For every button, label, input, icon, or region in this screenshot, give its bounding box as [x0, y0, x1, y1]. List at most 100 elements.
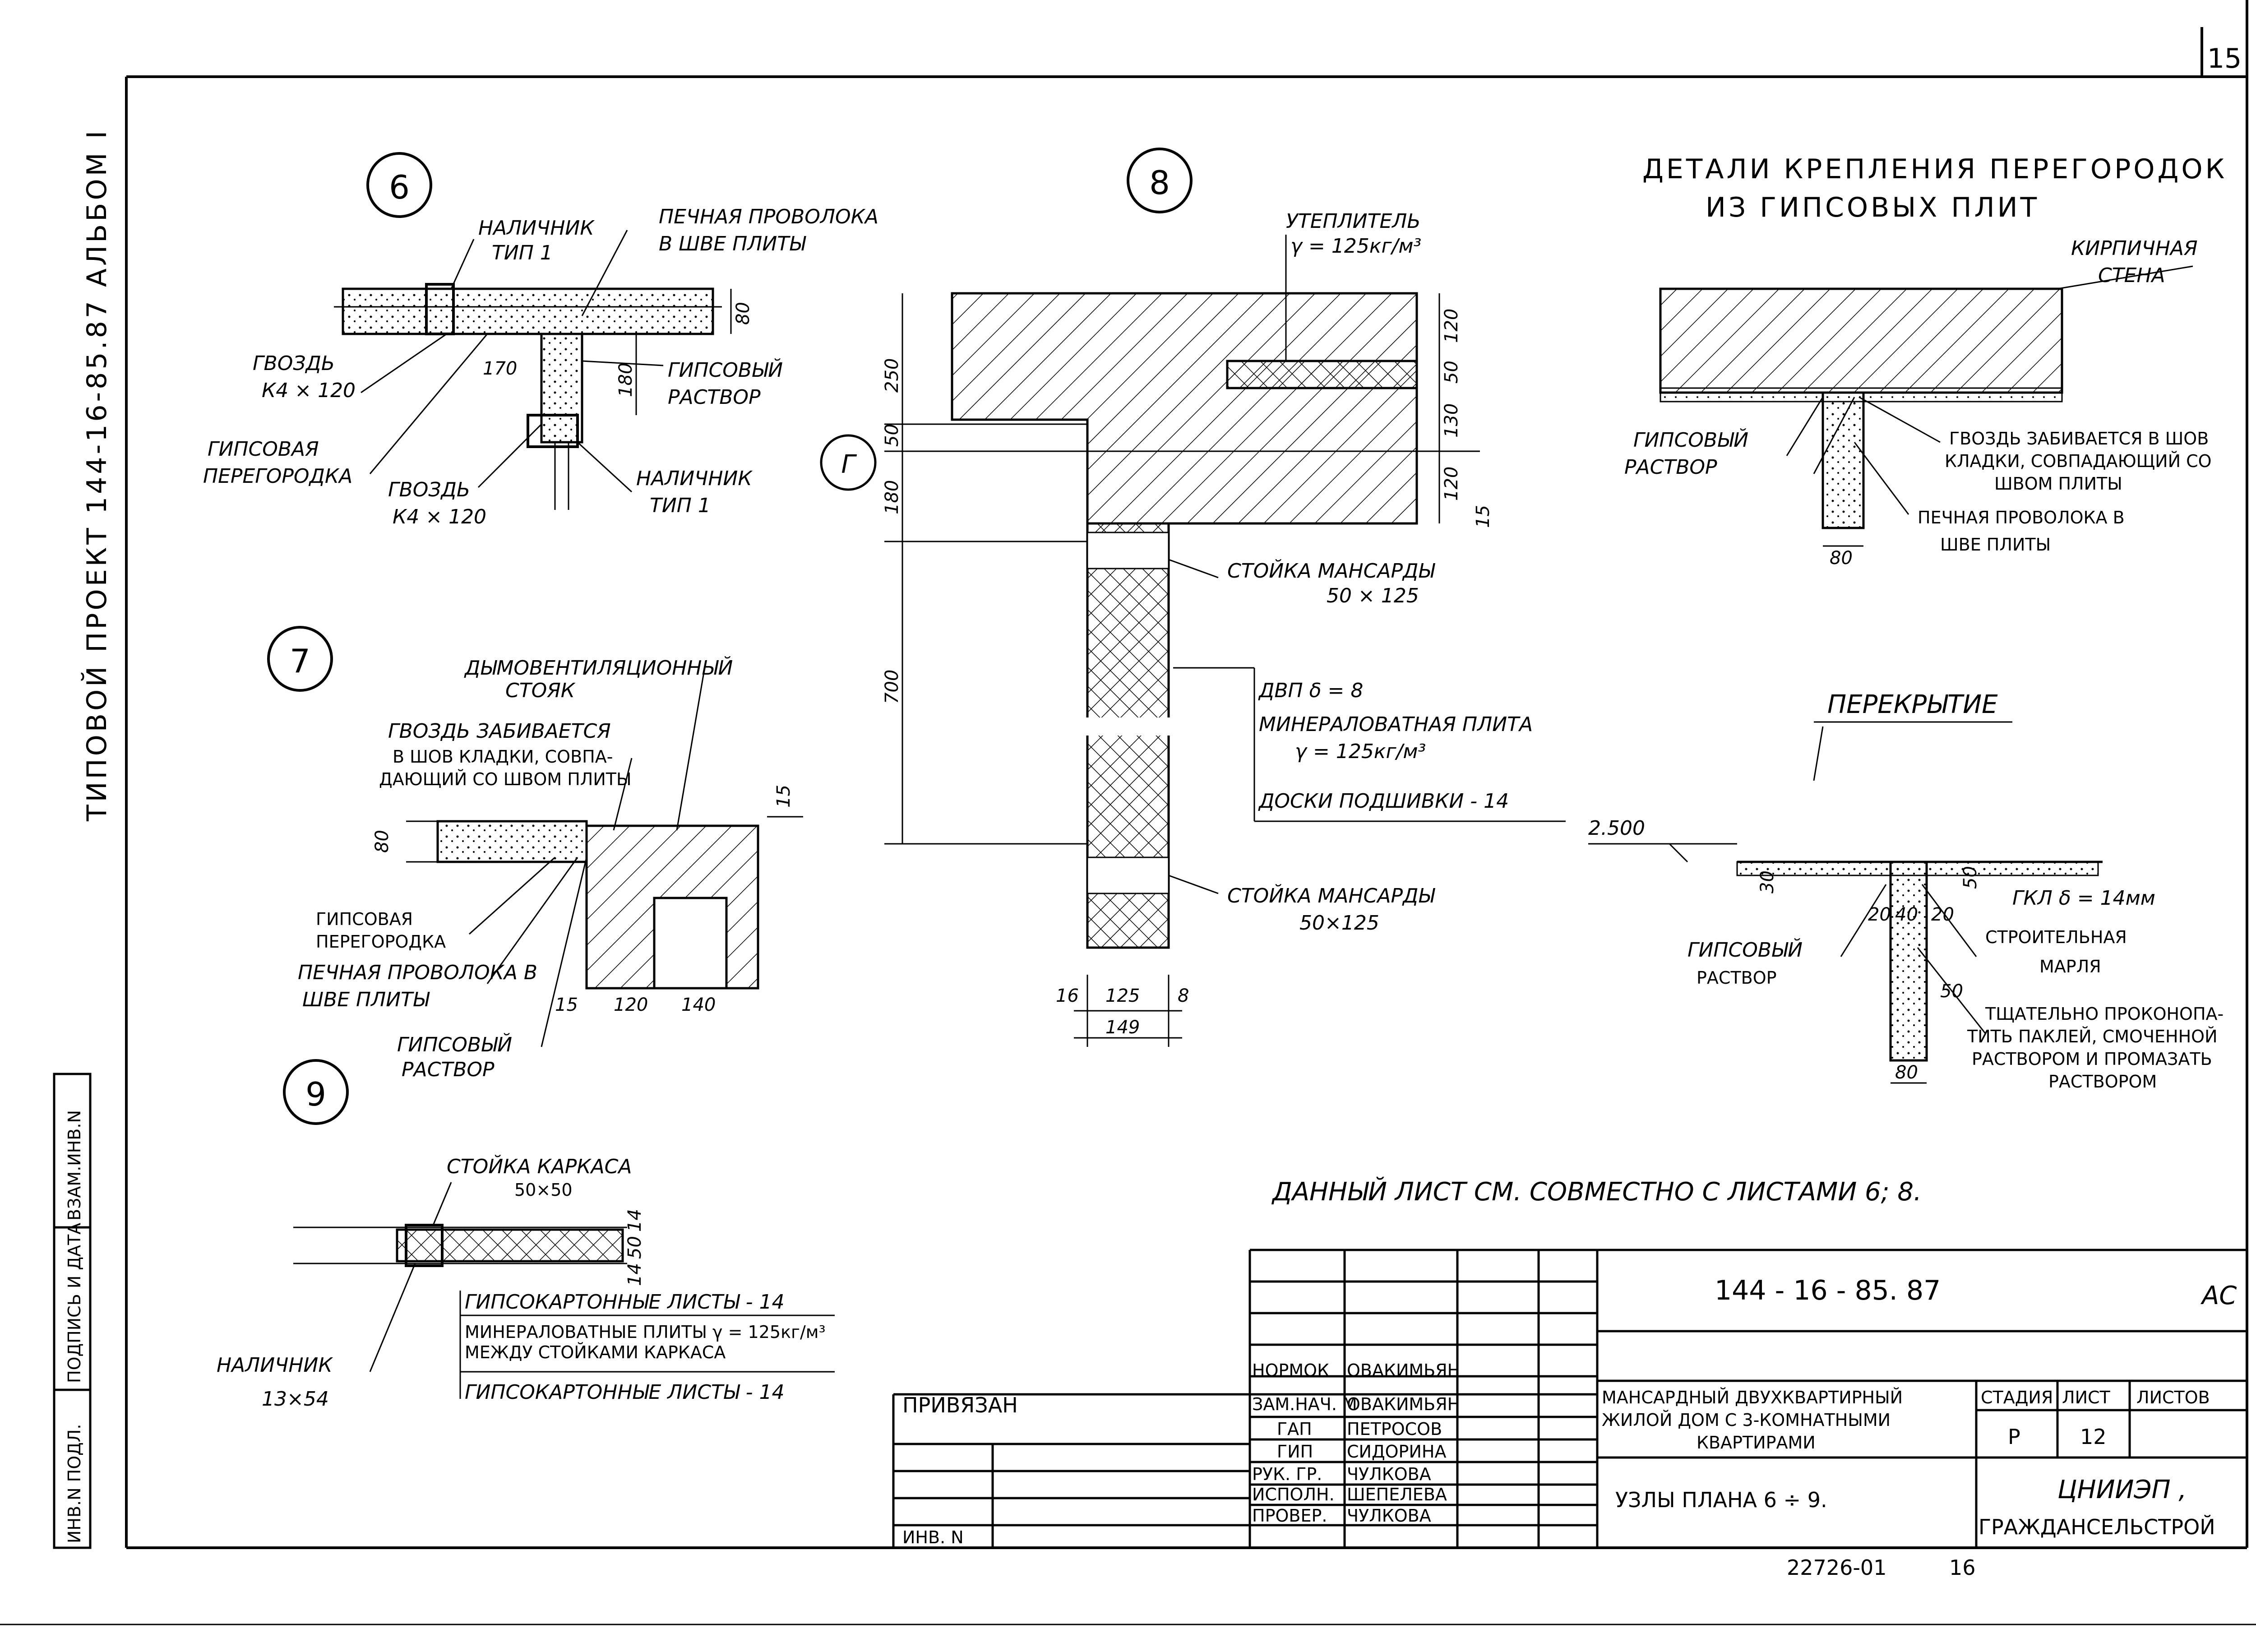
detail-wall-dim-80: 80: [1830, 548, 1853, 569]
name-6: ЧУЛКОВА: [1347, 1506, 1431, 1526]
object-line-2: ЖИЛОЙ ДОМ С 3-КОМНАТНЫМИ: [1602, 1410, 1891, 1430]
node-7-partition-2: ПЕРЕГОРОДКА: [316, 932, 446, 952]
detail-floor-dim-50a: 50: [1960, 866, 1981, 889]
header-line-2: ИЗ ГИПСОВЫХ ПЛИТ: [1706, 192, 2039, 223]
node-8-axis: Г: [841, 450, 857, 479]
detail-floor-gauze-1: СТРОИТЕЛЬНАЯ: [1985, 927, 2127, 947]
footer-order: 22726-01: [1787, 1555, 1886, 1580]
node-8-dim-50b: 50: [1441, 361, 1462, 384]
name-4: ЧУЛКОВА: [1347, 1464, 1431, 1484]
role-5: ИСПОЛН.: [1252, 1485, 1335, 1504]
detail-floor-mortar-1: ГИПСОВЫЙ: [1687, 938, 1803, 962]
detail-floor-dim-30: 30: [1757, 870, 1778, 893]
node-8-dim-8: 8: [1178, 986, 1189, 1006]
node-7-marker: [267, 626, 333, 692]
node-9-gkl-top: ГИПСОКАРТОННЫЕ ЛИСТЫ - 14: [465, 1291, 785, 1314]
detail-floor-title: ПЕРЕКРЫТИЕ: [1827, 690, 1998, 719]
detail-wall-nail-1: ГВОЗДЬ ЗАБИВАЕТСЯ В ШОВ: [1949, 429, 2209, 449]
node-7-panel: [436, 820, 588, 863]
node-9-minplate-1: МИНЕРАЛОВАТНЫЕ ПЛИТЫ γ = 125кг/м³: [465, 1322, 826, 1342]
node-7-riser-2: СТОЯК: [505, 679, 576, 702]
detail-floor-level: 2.500: [1588, 817, 1645, 840]
node-8-post-top-1: СТОЙКА МАНСАРДЫ: [1227, 559, 1435, 583]
node-6-nalichnik-top: НАЛИЧНИК: [478, 217, 595, 240]
name-0: ОВАКИМЬЯН: [1347, 1360, 1460, 1380]
detail-wall-wire-1: ПЕЧНАЯ ПРОВОЛОКА В: [1918, 508, 2125, 528]
detail-wall-partition: [1821, 391, 1865, 529]
node-7-nail-3: ДАЮЩИЙ СО ШВОМ ПЛИТЫ: [379, 769, 632, 789]
node-9-number: 9: [305, 1075, 326, 1113]
sheet-note: ДАННЫЙ ЛИСТ СМ. СОВМЕСТНО С ЛИСТАМИ 6; 8…: [1271, 1177, 1922, 1207]
node-7-mortar-2: РАСТВОР: [402, 1058, 495, 1081]
stage-header: СТАДИЯ: [1981, 1388, 2053, 1407]
node-7-wire-1: ПЕЧНАЯ ПРОВОЛОКА В: [298, 961, 537, 984]
node-6-dim-80: 80: [733, 302, 754, 325]
detail-wall-mortar-2: РАСТВОР: [1624, 456, 1717, 479]
node-8-post-bot-1: СТОЙКА МАНСАРДЫ: [1227, 884, 1435, 907]
node-8-dim-130: 130: [1441, 403, 1462, 438]
sheet-title: УЗЛЫ ПЛАНА 6 ÷ 9.: [1615, 1488, 1827, 1512]
sheet-header: ЛИСТ: [2062, 1388, 2111, 1407]
title-mark: АС: [2201, 1281, 2237, 1310]
node-7-duct: [653, 897, 728, 990]
node-8-post-bot-2: 50×125: [1299, 912, 1379, 935]
sheets-header: ЛИСТОВ: [2136, 1388, 2210, 1407]
org-line-2: ГРАЖДАНСЕЛЬСТРОЙ: [1979, 1515, 2215, 1539]
node-8-dim-120a: 120: [1441, 309, 1462, 343]
node-6-trim-bot: [527, 414, 579, 448]
role-2: ГАП: [1277, 1419, 1312, 1439]
node-7-nail-1: ГВОЗДЬ ЗАБИВАЕТСЯ: [388, 720, 611, 743]
detail-floor-slab: [1737, 781, 2098, 871]
node-7-dim-15a: 15: [773, 785, 794, 808]
node-8-dim-50: 50: [882, 424, 902, 447]
node-6-wire-1: ПЕЧНАЯ ПРОВОЛОКА: [659, 205, 878, 228]
header-line-1: ДЕТАЛИ КРЕПЛЕНИЯ ПЕРЕГОРОДОК: [1642, 153, 2227, 185]
node-8-dim-15: 15: [1473, 505, 1493, 528]
node-7-dim-80: 80: [372, 830, 393, 853]
node-8-dim-700: 700: [882, 670, 902, 704]
sheet-number: 15: [2207, 43, 2242, 74]
node-8-beam: [951, 292, 1418, 543]
detail-wall-wall-2: СТЕНА: [2098, 264, 2165, 287]
node-8-minplate-1: МИНЕРАЛОВАТНАЯ ПЛИТА: [1259, 713, 1533, 736]
detail-wall-wall-1: КИРПИЧНАЯ: [2071, 237, 2198, 260]
role-6: ПРОВЕР.: [1252, 1506, 1327, 1526]
role-0: НОРМОК: [1252, 1360, 1329, 1380]
node-9-nalichnik-size: 13×54: [262, 1388, 329, 1411]
node-8-dim-120b: 120: [1441, 467, 1462, 501]
node-6-partition-1: ГИПСОВАЯ: [208, 438, 319, 461]
detail-floor-caulk-2: ТИТЬ ПАКЛЕЙ, СМОЧЕННОЙ: [1967, 1027, 2218, 1046]
role-4: РУК. ГР.: [1252, 1464, 1322, 1484]
node-6-nail-bot-size: К4 × 120: [393, 505, 486, 528]
node-8-post-top-2: 50 × 125: [1327, 584, 1419, 607]
node-6-gyps-2: РАСТВОР: [668, 386, 761, 409]
node-8-dim-149: 149: [1105, 1017, 1140, 1038]
node-6-partition-2: ПЕРЕГОРОДКА: [203, 465, 352, 488]
node-7-dim-15b: 15: [555, 995, 578, 1015]
node-6-number: 6: [389, 168, 410, 206]
detail-floor-dim-40: 40: [1895, 904, 1918, 925]
node-9-gkl-bot: ГИПСОКАРТОННЫЕ ЛИСТЫ - 14: [465, 1381, 785, 1404]
node-8-axis-marker: [820, 434, 877, 491]
detail-wall-wire-2: ШВЕ ПЛИТЫ: [1940, 535, 2051, 555]
title-block: [892, 1249, 2247, 1548]
stamp-podpis: ПОДПИСЬ И ДАТА: [65, 1223, 84, 1383]
node-7-dim-140: 140: [681, 995, 716, 1015]
detail-wall-mortar-1: ГИПСОВЫЙ: [1633, 428, 1748, 452]
side-stamps: [53, 1073, 92, 1549]
detail-wall: КИРПИЧНАЯ СТЕНА ГИПСОВЫЙ РАСТВОР ГВОЗДЬ …: [1624, 237, 2212, 569]
stage-value: Р: [2008, 1425, 2020, 1449]
node-6-dim-170: 170: [483, 358, 517, 379]
node-6-nalichnik-bot: НАЛИЧНИК: [636, 467, 753, 490]
detail-floor-caulk-3: РАСТВОРОМ И ПРОМАЗАТЬ: [1972, 1049, 2212, 1069]
detail-wall-nail-2: КЛАДКИ, СОВПАДАЮЩИЙ СО: [1945, 451, 2212, 471]
detail-floor-dim-20b: 20: [1931, 904, 1954, 925]
detail-wall-brick: [1659, 287, 2063, 394]
detail-floor: ПЕРЕКРЫТИЕ 2.500 ГКЛ δ = 14мм ГИПСОВЫЙ Р…: [1588, 690, 2224, 1092]
detail-floor-gauze-2: МАРЛЯ: [2039, 957, 2101, 976]
node-7-nail-2: В ШОВ КЛАДКИ, СОВПА-: [393, 747, 613, 767]
node-8-dim-250: 250: [882, 358, 902, 393]
node-8-dim-125: 125: [1105, 986, 1140, 1006]
node-6-nail-bot: ГВОЗДЬ: [388, 478, 470, 501]
